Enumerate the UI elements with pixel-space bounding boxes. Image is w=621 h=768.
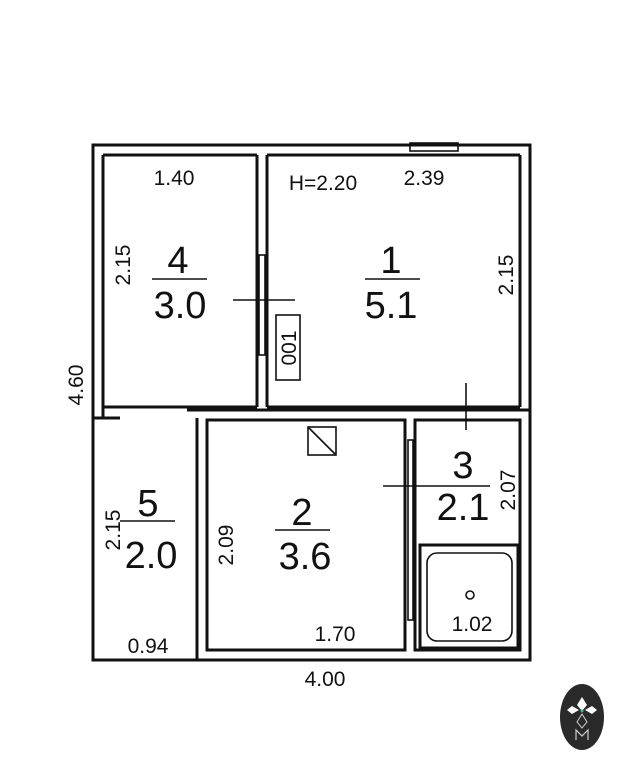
bathtub — [418, 543, 520, 650]
room5-depth: 2.15 — [102, 510, 125, 551]
box-label: 001 — [278, 330, 301, 365]
overall-width: 4.00 — [305, 668, 346, 691]
room1-width: 2.39 — [404, 167, 445, 190]
room2-area: 3.6 — [279, 536, 332, 578]
room1-depth: 2.15 — [495, 255, 518, 296]
room4-width: 1.40 — [154, 167, 195, 190]
vent-icon — [307, 426, 337, 456]
room1-number: 1 — [380, 240, 401, 282]
walls — [91, 142, 532, 662]
brand-logo — [560, 684, 604, 750]
overall-depth: 4.60 — [65, 365, 88, 406]
room5-number: 5 — [137, 483, 158, 525]
room3-number: 3 — [452, 445, 473, 487]
room3-area: 2.1 — [437, 487, 490, 529]
room2-depth: 2.09 — [215, 525, 238, 566]
room2-number: 2 — [291, 492, 312, 534]
room4-number: 4 — [167, 240, 188, 282]
room1-area: 5.1 — [365, 285, 418, 327]
room5-width: 0.94 — [128, 635, 169, 658]
meter-box — [275, 314, 301, 381]
ceiling-height: H=2.20 — [289, 172, 357, 195]
bath-label: 1.02 — [452, 613, 493, 636]
room5-area: 2.0 — [125, 535, 178, 577]
room2-width: 1.70 — [315, 623, 356, 646]
room4-depth: 2.15 — [112, 245, 135, 286]
room3-depth: 2.07 — [497, 470, 520, 511]
room4-area: 3.0 — [154, 285, 207, 327]
